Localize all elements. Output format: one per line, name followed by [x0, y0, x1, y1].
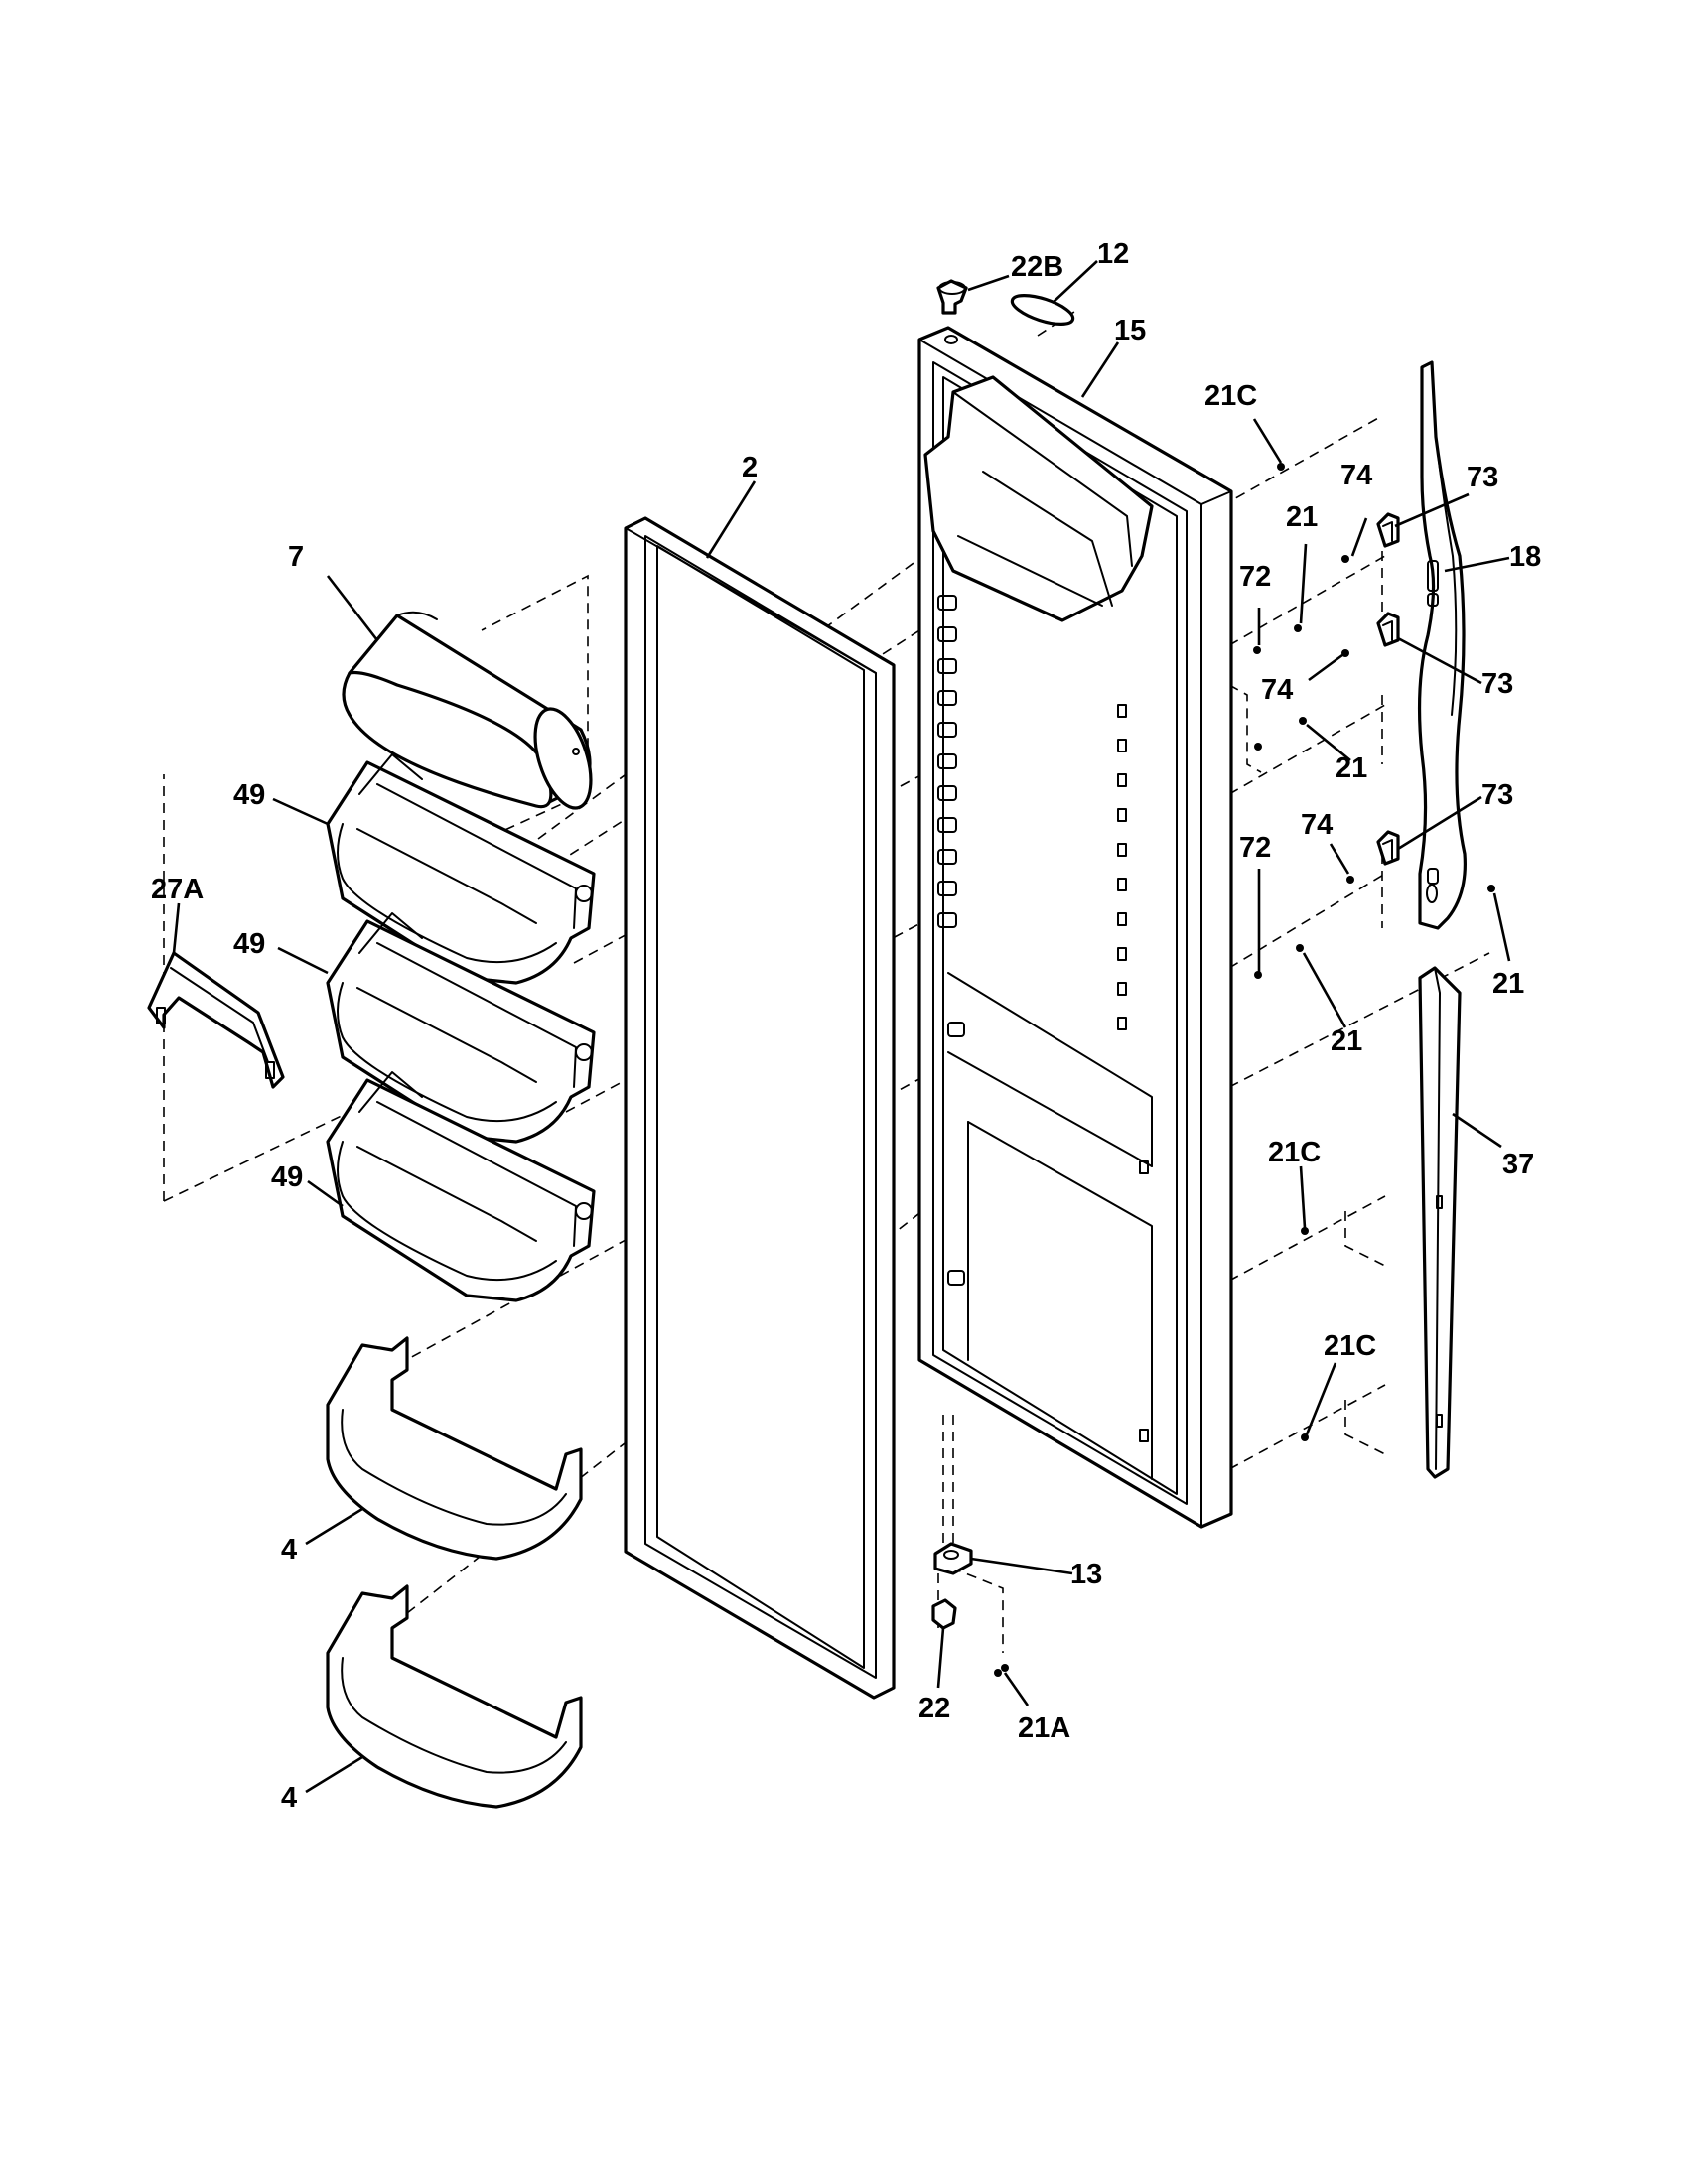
door-bin-upper — [326, 753, 596, 985]
callout-49-a: 49 — [233, 779, 265, 811]
callout-21-b: 21 — [1336, 752, 1367, 784]
door-liner — [917, 326, 1233, 1529]
callout-21a: 21A — [1018, 1712, 1070, 1744]
callout-73-c: 73 — [1481, 779, 1513, 811]
bin-cover — [147, 951, 285, 1089]
leader-lines — [172, 260, 1511, 1794]
callout-13: 13 — [1070, 1559, 1102, 1590]
hinge-washer — [1010, 294, 1075, 326]
callout-73-b: 73 — [1481, 668, 1513, 700]
door-handle — [1417, 360, 1467, 930]
callout-74-c: 74 — [1301, 809, 1333, 841]
callout-37: 37 — [1502, 1149, 1534, 1180]
handle-clips — [1376, 512, 1400, 866]
door-bin-middle — [326, 912, 596, 1144]
bottom-hinge — [933, 1542, 973, 1575]
callout-22b: 22B — [1011, 251, 1063, 283]
callout-21c-low: 21C — [1324, 1330, 1376, 1362]
handle-trim — [1418, 966, 1462, 1479]
callout-21-d: 21 — [1331, 1025, 1362, 1057]
shelf-support-buttons — [937, 595, 1149, 1442]
hinge-bushing-bottom — [931, 1598, 957, 1630]
door-bin-lower — [326, 1071, 596, 1302]
callout-labels: 22B 12 15 21C 2 74 73 21 18 7 72 74 73 2… — [151, 238, 1541, 1814]
callout-74-a: 74 — [1340, 460, 1372, 491]
callout-21c-mid: 21C — [1268, 1137, 1321, 1168]
dairy-compartment — [342, 611, 593, 810]
callout-4-a: 4 — [281, 1534, 297, 1566]
door-gasket — [624, 516, 896, 1700]
callout-21-a: 21 — [1286, 501, 1318, 533]
door-shelf-upper — [326, 1336, 583, 1561]
callout-49-c: 49 — [271, 1161, 303, 1193]
callout-4-b: 4 — [281, 1782, 297, 1814]
callout-2: 2 — [742, 452, 758, 483]
callout-73-a: 73 — [1467, 462, 1498, 493]
screws — [994, 463, 1495, 1677]
door-shelf-lower — [326, 1584, 583, 1809]
hinge-bushing — [936, 279, 968, 315]
callout-7: 7 — [288, 541, 304, 573]
callout-18: 18 — [1509, 541, 1541, 573]
callout-27a: 27A — [151, 874, 204, 905]
callout-74-b: 74 — [1261, 674, 1293, 706]
callout-49-b: 49 — [233, 928, 265, 960]
callout-15: 15 — [1114, 315, 1146, 346]
callout-21c-top: 21C — [1204, 380, 1257, 412]
callout-22: 22 — [918, 1693, 950, 1724]
callout-72-a: 72 — [1239, 561, 1271, 593]
callout-72-b: 72 — [1239, 832, 1271, 864]
callout-21-c: 21 — [1492, 968, 1524, 1000]
callout-12: 12 — [1097, 238, 1129, 270]
